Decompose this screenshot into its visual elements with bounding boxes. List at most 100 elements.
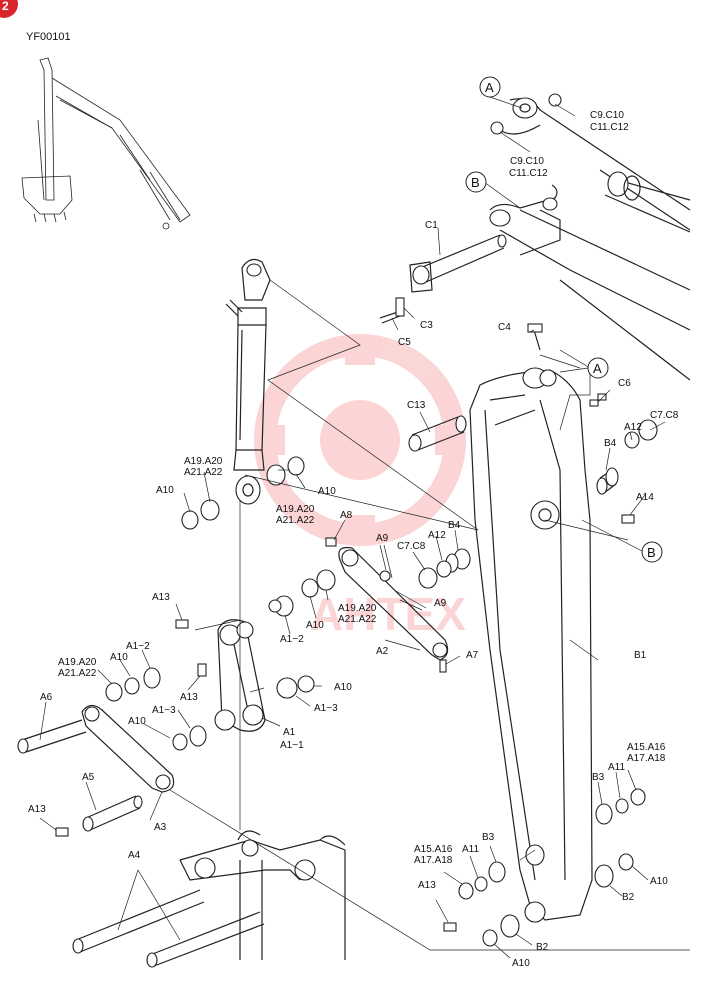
label-c6: C6 <box>618 378 631 389</box>
pin-c1 <box>409 234 507 293</box>
washer-a10-lower-left <box>172 733 188 751</box>
pin-a5 <box>82 795 143 832</box>
label-b3-bottom: B3 <box>482 832 495 843</box>
label-b2-right: B2 <box>622 892 635 903</box>
label-a19-left-1: A19.A20 <box>58 657 97 668</box>
pin-a4-lower <box>146 911 265 968</box>
label-a15-bottom-2: A17.A18 <box>414 855 453 866</box>
label-a5: A5 <box>82 772 95 783</box>
label-a10-link: A10 <box>306 620 324 631</box>
label-a10-cyl-right: A10 <box>318 486 336 497</box>
washer-c7c8-mid <box>418 567 438 589</box>
bucket <box>179 830 346 960</box>
label-a9-top: A9 <box>376 533 389 544</box>
bushing-b2-bottom <box>500 914 520 938</box>
washer-a12-mid <box>436 560 452 578</box>
svg-text:A: A <box>593 361 602 376</box>
label-b4-right: B4 <box>604 438 617 449</box>
page-code: YF00101 <box>26 31 71 43</box>
label-a12-mid: A12 <box>428 530 446 541</box>
label-a14: A14 <box>636 492 654 503</box>
grease-a13-mid <box>197 663 207 677</box>
label-c11-mid: C11.C12 <box>509 168 548 179</box>
washer-a10-bottom <box>482 929 498 947</box>
label-a9-mid: A9 <box>434 598 447 609</box>
pin-a6 <box>17 719 87 754</box>
bolt-c5 <box>379 297 405 324</box>
washer-a15-bottom <box>458 882 474 900</box>
label-a19-link-2: A21.A22 <box>338 614 377 625</box>
arm-b1 <box>469 367 593 923</box>
watermark-text: AHTEX <box>310 588 466 640</box>
label-c4: C4 <box>498 322 511 333</box>
label-a3: A3 <box>154 822 167 833</box>
label-b4-mid: B4 <box>448 520 461 531</box>
cylinder <box>181 258 305 530</box>
svg-text:2: 2 <box>2 0 9 13</box>
label-a13-lower: A13 <box>418 880 436 891</box>
bushing-b4-right <box>596 467 619 495</box>
label-a10-cyl-left: A10 <box>156 485 174 496</box>
bushing-b3-bottom <box>488 861 506 883</box>
grease-a13-bottom <box>55 827 69 837</box>
label-c13: C13 <box>407 400 426 411</box>
label-a13-mid: A13 <box>180 692 198 703</box>
label-a1: A1 <box>283 727 296 738</box>
label-a12-right: A12 <box>624 422 642 433</box>
label-a1-2-right: A1−2 <box>280 634 304 645</box>
ref-b-top: B <box>465 171 487 193</box>
bushing-a1-3-right <box>276 677 298 699</box>
svg-text:B: B <box>647 545 656 560</box>
corner-badge: 2 <box>0 0 18 18</box>
part-labels: C9.C10 C11.C12 C9.C10 C11.C12 C1 C3 C5 C… <box>28 110 679 969</box>
label-a13-bottom: A13 <box>28 804 46 815</box>
washer-c7c8-right <box>638 419 658 441</box>
ref-a-top: A <box>479 76 501 98</box>
label-c9-top: C9.C10 <box>590 110 624 121</box>
leader-lines <box>39 95 666 959</box>
label-a2: A2 <box>376 646 389 657</box>
bushing-a1-3-left <box>189 725 207 747</box>
bolt-c4 <box>527 323 543 351</box>
label-a19-cyl-l1: A19.A20 <box>184 456 223 467</box>
label-a8: A8 <box>340 510 353 521</box>
label-a10-left: A10 <box>110 652 128 663</box>
label-c9-mid: C9.C10 <box>510 156 544 167</box>
bolt-a8 <box>325 537 337 547</box>
label-a15-bottom-1: A15.A16 <box>414 844 453 855</box>
label-c5: C5 <box>398 337 411 348</box>
label-a1-1: A1−1 <box>280 740 304 751</box>
link-a3 <box>81 704 175 793</box>
washer-a19-left <box>105 682 123 702</box>
label-a19-link-1: A19.A20 <box>338 603 377 614</box>
label-c7c8-right: C7.C8 <box>650 410 679 421</box>
bushing-b2-right <box>594 864 614 888</box>
bolt-a14 <box>621 514 635 524</box>
washer-a10-a1 <box>297 675 315 693</box>
label-c3: C3 <box>420 320 433 331</box>
svg-text:A: A <box>485 80 494 95</box>
svg-text:B: B <box>471 175 480 190</box>
label-a10-bottom: A10 <box>512 958 530 969</box>
washer-a10-left <box>124 677 140 695</box>
bolt-a7 <box>439 659 447 673</box>
label-b1: B1 <box>634 650 647 661</box>
label-a10-lower-left: A10 <box>128 716 146 727</box>
pin-a4-upper <box>72 889 205 954</box>
washer-a10-upper <box>268 599 282 613</box>
bushing-b3-right <box>595 803 613 825</box>
washer-a19-link <box>316 569 336 591</box>
excavator-thumbnail <box>21 57 191 230</box>
label-a4: A4 <box>128 850 141 861</box>
pin-c13 <box>408 415 467 452</box>
label-a11-right: A11 <box>608 762 625 773</box>
washer-a10-link <box>301 578 319 598</box>
label-b2-bottom: B2 <box>536 942 549 953</box>
bolt-c6 <box>589 393 607 407</box>
label-a19-cyl-l2: A21.A22 <box>184 467 223 478</box>
label-b3-right: B3 <box>592 772 605 783</box>
label-a1-3-left: A1−3 <box>152 705 176 716</box>
label-a10-a1: A10 <box>334 682 352 693</box>
washer-a10-right-bottom <box>618 853 634 871</box>
